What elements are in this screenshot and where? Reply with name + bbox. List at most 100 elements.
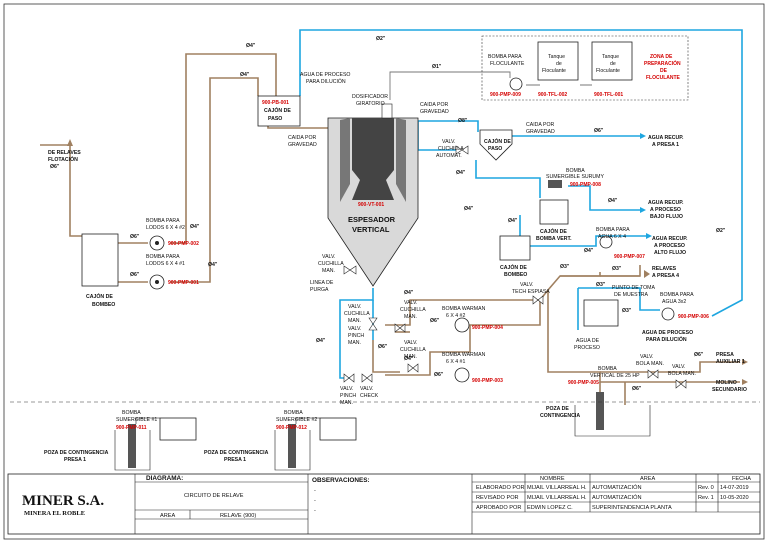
warman-1-1: BOMBA WARMAN	[442, 352, 486, 358]
tag-tfl001: 900-TFL-001	[594, 92, 623, 98]
cajon-paso-2-1: CAJÓN DE	[484, 137, 511, 145]
valv-autom-1: VALV.	[442, 139, 455, 145]
valve-tech-espiasa	[532, 295, 544, 305]
agua-recup-presa1-1: AGUA RECUP.	[648, 135, 684, 141]
label-d6-4: Ø6"	[430, 318, 440, 324]
label-d1-top: Ø1"	[432, 64, 442, 70]
thickener-vessel	[327, 103, 419, 287]
bomba-lodos-2-1: BOMBA PARA	[146, 218, 180, 224]
valv-a-3: MAN.	[348, 318, 361, 324]
row2-name: EDWIN LOPEZ C.	[527, 505, 573, 511]
floc-tank1-3: Floculante	[542, 68, 566, 74]
label-d6-3: Ø6"	[130, 272, 140, 278]
cajon-bomba-vert-box	[539, 199, 569, 225]
tag-pb001: 900-PB-001	[262, 100, 289, 106]
agua-dilucion-top-2: PARA DILUCIÓN	[306, 78, 346, 85]
label-d4-6: Ø4"	[316, 338, 326, 344]
valv-a-1: VALV.	[348, 304, 361, 310]
tag-pmp007: 900-PMP-007	[614, 254, 645, 260]
row0-rev: Rev. 0	[698, 485, 714, 491]
floc-bomba-1: BOMBA PARA	[488, 54, 522, 60]
valv-pinch-3: MAN.	[348, 340, 361, 346]
floc-tank2-2: de	[610, 61, 616, 67]
linea-purga-2: PURGA	[310, 287, 329, 293]
cajon-bombeo-left-tank	[81, 233, 119, 287]
valv-pinch2-1: VALV.	[340, 386, 353, 392]
label-d6-7: Ø6"	[694, 352, 704, 358]
surumy-2: SUMERGIBLE SURUMY	[546, 174, 604, 180]
tag-pmp012: 900-PMP-012	[276, 425, 307, 431]
label-d4-5: Ø4"	[404, 290, 414, 296]
row1-name: MIJAIL VILLARREAL H.	[527, 495, 587, 501]
col-fecha: FECHA	[732, 476, 751, 482]
warman-1-2: 6 X 4 #1	[446, 359, 465, 365]
floc-lines	[389, 71, 592, 100]
bomba-sumergible-1-2: SUMERGIBLE #1	[116, 417, 157, 423]
poza-contingencia-right	[574, 392, 651, 437]
tag-tfl002: 900-TFL-002	[538, 92, 567, 98]
valv-check-1: VALV.	[360, 386, 373, 392]
linea-purga-1: LINEA DE	[310, 280, 334, 286]
label-d3-c: Ø3"	[596, 282, 606, 288]
diagram-labels: Ø4" Ø2" Ø4" Ø1" Ø8" Ø6" Ø4" Ø4" Ø4" Ø4" …	[44, 36, 747, 463]
agua-dilucion-right-1: AGUA DE PROCESO	[642, 330, 693, 336]
valv-b-3: MAN.	[404, 314, 417, 320]
pump-001	[149, 274, 165, 290]
cajon-bomba-vert-2: BOMBA VERT.	[536, 236, 572, 242]
floc-zone-1: ZONA DE	[650, 54, 673, 60]
diagrama-label: DIAGRAMA:	[146, 475, 183, 482]
label-d4-top-left: Ø4"	[246, 43, 256, 49]
pump-007	[599, 235, 613, 249]
label-d4-left-mid: Ø4"	[240, 72, 250, 78]
title-block: MINER S.A. MINERA EL ROBLE DIAGRAMA: CIR…	[7, 473, 761, 535]
dosificador-1: DOSIFICADOR	[352, 94, 388, 100]
caida-gravedad-2-1: CAIDA POR	[420, 102, 449, 108]
bomba-vertical-1: BOMBA	[598, 366, 617, 372]
punto-toma-1: PUNTO DE TOMA	[612, 285, 655, 291]
floc-zone-4: FLOCULANTE	[646, 75, 681, 81]
tag-pmp001: 900-PMP-001	[168, 280, 199, 286]
valve-cuchilla-c	[407, 363, 419, 373]
floc-zone-2: PREPARACIÓN	[644, 59, 681, 67]
molino-2: SECUNDARIO	[712, 387, 747, 393]
relaves-flotacion-3: Ø6"	[50, 164, 60, 170]
bomba-lodos-1-1: BOMBA PARA	[146, 254, 180, 260]
observacion-1: -	[314, 488, 316, 494]
warman-2-1: BOMBA WARMAN	[442, 306, 486, 312]
label-d4-3: Ø4"	[190, 224, 200, 230]
relaves-flotacion-2: FLOTACIÓN	[48, 155, 78, 163]
agua-proceso-2: PROCESO	[574, 345, 600, 351]
punto-toma-2: DE MUESTRA	[614, 292, 649, 298]
tag-pmp008: 900-PMP-008	[570, 182, 601, 188]
poza-presa1-b-1: POZA DE CONTINGENCIA	[204, 450, 269, 456]
row0-name: MIJAIL VILLARREAL H.	[527, 485, 587, 491]
valv-bola-2-1: VALV.	[672, 364, 685, 370]
pump-004	[454, 317, 470, 333]
bomba-sumergible-2-2: SUMERGIBLE #2	[276, 417, 317, 423]
tag-pmp005: 900-PMP-005	[568, 380, 599, 386]
agua-alto-3: ALTO FLUJO	[654, 250, 686, 256]
cajon-paso-1-1: CAJÓN DE	[264, 106, 291, 114]
label-d3-b: Ø3"	[612, 266, 622, 272]
bomba-agua-6x4-1: BOMBA PARA	[596, 227, 630, 233]
label-d6-recup1: Ø6"	[594, 128, 604, 134]
floc-tank-1	[591, 41, 633, 81]
outer-border	[3, 3, 765, 540]
cajon-bombeo-left-1: CAJÓN DE	[86, 292, 113, 300]
row0-role: ELABORADO POR	[476, 485, 525, 491]
valv-purga-2: CUCHILLA	[318, 261, 344, 267]
valv-pinch2-2: PINCH	[340, 393, 356, 399]
agua-alto-2: A PROCESO	[654, 243, 685, 249]
agua-alto-1: AGUA RECUP.	[652, 236, 688, 242]
label-d4-cuchilla: Ø4"	[456, 170, 466, 176]
tag-pmp003: 900-PMP-003	[472, 378, 503, 384]
row0-area: AUTOMATIZACIÓN	[592, 484, 642, 491]
valv-c-2: CUCHILLA	[400, 347, 426, 353]
valv-tech-1: VALV.	[520, 282, 533, 288]
pump-002	[149, 235, 165, 251]
tag-pmp011: 900-PMP-011	[116, 425, 147, 431]
label-d6-8: Ø6"	[632, 386, 642, 392]
col-area: AREA	[640, 476, 656, 482]
